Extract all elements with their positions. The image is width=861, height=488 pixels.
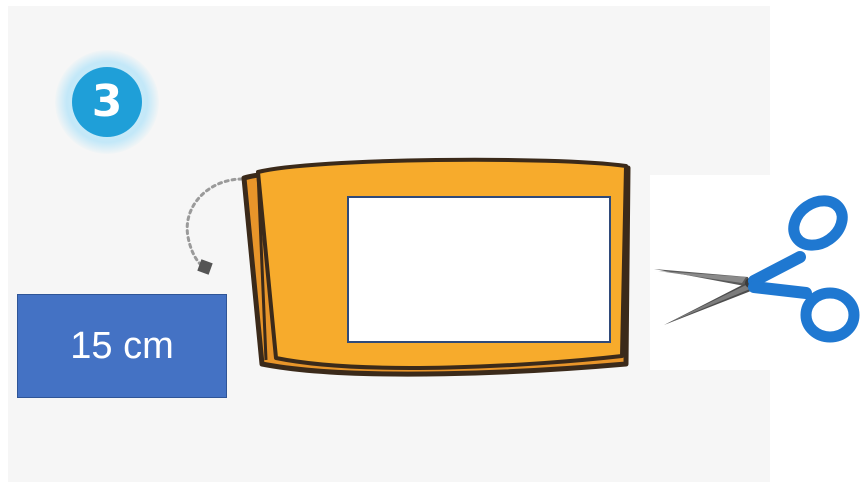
- folder-window: [348, 197, 610, 342]
- scissors-icon: [650, 185, 861, 355]
- step-number: 3: [72, 67, 142, 137]
- measurement-label-box: 15 cm: [17, 294, 227, 398]
- step-badge: 3: [55, 50, 159, 154]
- measurement-text: 15 cm: [70, 325, 173, 368]
- folded-paper-illustration: [234, 150, 634, 390]
